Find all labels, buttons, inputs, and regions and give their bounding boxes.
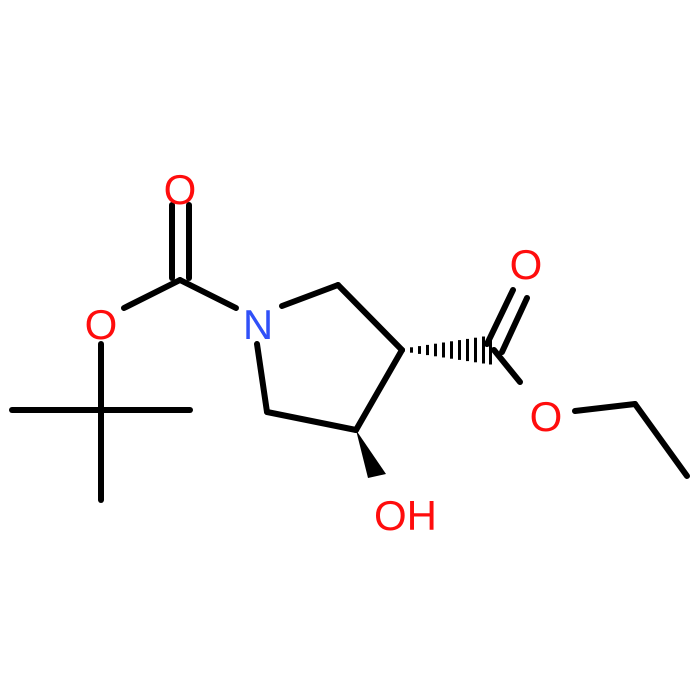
oxygen-label-carbonyl-ethyl: O	[510, 241, 543, 288]
bond-c-o-carbonyl-ethyl-b	[499, 295, 530, 355]
bond-c2-c3	[335, 282, 405, 353]
bond-carbonyl-c-n	[177, 277, 239, 311]
bond-c5-n	[254, 341, 270, 415]
bond-c4-c5	[264, 409, 359, 433]
bond-c-o-carbonyl-ethyl-a	[484, 287, 516, 347]
bond-ester-c-o-ethyl	[491, 347, 523, 385]
bond-ch2-ch3	[632, 401, 690, 479]
oxygen-label-ester-ethyl: O	[530, 393, 563, 440]
bond-o-ethyl-ch2	[572, 401, 638, 414]
hydroxyl-label: OH	[374, 492, 437, 539]
nitrogen-label-ring: N	[243, 301, 273, 348]
atom-label-layer: O O N O O OH	[85, 166, 563, 539]
bold-wedge-bond	[356, 430, 386, 478]
oxygen-label-ester-boc: O	[85, 301, 118, 348]
hashed-wedge-bond	[402, 335, 492, 365]
bond-layer	[9, 202, 690, 503]
bond-n-c2	[279, 282, 341, 309]
bond-carbonyl-c-o-ester	[121, 277, 183, 311]
oxygen-label-carbonyl-boc: O	[164, 166, 197, 213]
bond-c3-c4	[353, 347, 405, 433]
